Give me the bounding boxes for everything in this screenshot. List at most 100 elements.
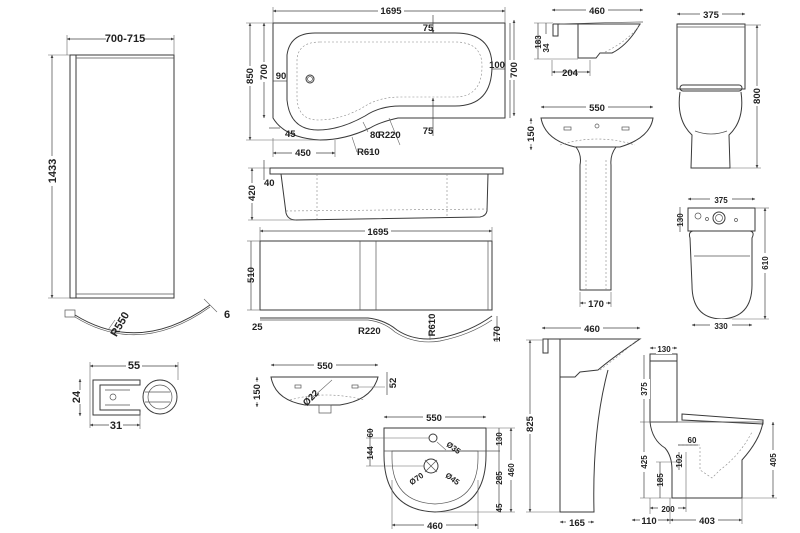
bath-side-view: 420 40 [246,160,504,221]
screen-thickness-label: 6 [224,309,230,321]
toilet-pan-plan [688,230,754,320]
profile-width-label: 55 [128,360,140,372]
panel-return-label: 25 [252,322,263,333]
basin-tap-hole-label: Ø35 [445,440,463,456]
basin-top-lip-label: 34 [542,43,551,52]
toilet-side-view: 130 375 425 405 60 102 185 200 110 403 [631,342,779,527]
toilet-cistern-side [649,360,678,423]
toilet-cistern-plan [687,207,756,232]
toilet-front-view: 375 800 [676,8,763,169]
toilet-plan-view: 375 130 610 330 [676,193,771,331]
panel-height-label: 510 [246,267,257,283]
pedestal-width-label: 170 [588,299,604,310]
basin-plan-width-label: 550 [426,413,442,424]
pedestal-basin-width-label: 550 [589,103,605,114]
flush-button-icon [712,211,726,225]
toilet-plan-depth-label: 610 [761,256,770,270]
screen-profile-view: 55 24 31 [71,359,179,432]
pedestal-basin-section [542,338,642,378]
basin-tap-offset-label: 60 [366,428,375,437]
bath-waste-offset-label: 90 [276,71,287,82]
toilet-outlet-width-label: 60 [688,436,697,445]
pedestal-side-height-label: 825 [525,415,536,432]
bath-curve-start-label: 450 [295,148,311,159]
pedestal-basin-bowl [540,117,654,148]
bath-height-label: 420 [247,185,258,201]
pedestal-side-base-label: 165 [569,518,586,529]
screen-glass-panel [75,54,175,299]
basin-top-back-label: 204 [562,68,579,79]
basin-plan-view: 550 60 144 Ø35 Ø70 Ø45 130 285 45 460 46… [366,411,517,532]
basin-waste-outer-label: Ø70 [408,471,426,487]
pedestal-column [575,146,617,291]
bath-width-inner-label: 700 [259,64,270,80]
toilet-outlet-back-label: 200 [661,505,675,514]
panel-length-label: 1695 [367,227,389,238]
screen-hinge-block [64,309,76,318]
toilet-side-pan-height-label: 425 [640,455,649,469]
bath-end-rim-label: 100 [489,60,505,71]
screen-hinge-bar [69,54,77,299]
basin-front-label: 45 [495,503,504,512]
basin-depth-label: 460 [507,463,516,477]
toilet-side-cistern-height-label: 375 [640,382,649,396]
toilet-seat-side [681,413,764,425]
basin-back-label: 130 [495,432,504,446]
basin-small-height-label: 150 [252,384,263,400]
toilet-outlet-floor-label: 185 [656,473,665,487]
basin-small-bowl [270,376,379,406]
toilet-front-width-label: 375 [703,10,720,21]
pedestal-basin-height-label: 150 [526,126,537,142]
bath-radius-small-label: R220 [378,130,401,141]
pedestal-side-column [559,369,609,513]
bath-screen-view: 700-715 1433 R550 6 [45,32,230,339]
toilet-plan-width-label: 375 [714,196,728,205]
basin-small-overflow-label: 52 [388,378,399,389]
bath-rim-bottom-label: 75 [423,126,434,137]
profile-base-label: 31 [110,420,122,432]
basin-front-small-view: 550 150 Ø22 52 [251,359,399,414]
toilet-outlet-height-label: 102 [675,454,684,468]
bath-corner-label: 45 [285,129,296,140]
bath-plan-view: 1695 850 700 700 75 75 100 90 45 450 R61… [244,4,522,159]
bath-rim-top-label: 75 [423,23,434,34]
basin-bottom-width-label: 460 [427,521,443,532]
basin-total-height-label: 700 [509,62,520,78]
basin-tap-hole [428,433,438,443]
bath-rim-curve-label: 80 [370,130,381,141]
panel-radius-small-label: R220 [358,326,381,337]
bath-panel-view: 1695 510 25 R220 R610 170 [246,225,503,343]
toilet-back-label: 110 [641,516,656,527]
basin-waste-label: Ø45 [444,471,462,487]
pedestal-basin-front-view: 550 150 170 700 [508,19,654,310]
screen-width-label: 700-715 [105,33,145,45]
bath-tub-body [280,173,489,221]
bath-waste-icon [305,74,315,84]
panel-plan-curve [260,315,493,340]
toilet-front-label: 403 [699,516,715,527]
pedestal-side-depth-label: 460 [584,324,600,335]
bath-width-outer-label: 850 [245,68,256,84]
basin-mid-label: 285 [495,471,504,485]
panel-depth-label: 170 [492,326,503,342]
toilet-plan-pan-width-label: 330 [714,322,728,331]
toilet-front-height-label: 800 [752,88,763,104]
profile-height-label: 24 [71,390,83,403]
toilet-pan-side [649,421,764,499]
screen-arc [74,304,211,334]
pedestal-side-view: 460 825 165 [524,322,642,529]
bath-length-label: 1695 [380,6,402,17]
basin-side-section [552,23,641,59]
bath-rim [269,167,504,175]
toilet-seat-front [679,84,743,92]
basin-side-top-view: 460 183 34 204 [534,4,644,79]
basin-plan-outline [383,427,487,513]
toilet-cistern-front [676,23,746,90]
toilet-side-seat-height-label: 405 [769,453,778,467]
bath-plan-outline [272,22,506,141]
panel-radius-large-label: R610 [427,314,438,337]
bath-radius-large-label: R610 [357,147,380,158]
profile-hinge-circle [142,379,178,415]
screen-height-label: 1433 [47,159,59,183]
